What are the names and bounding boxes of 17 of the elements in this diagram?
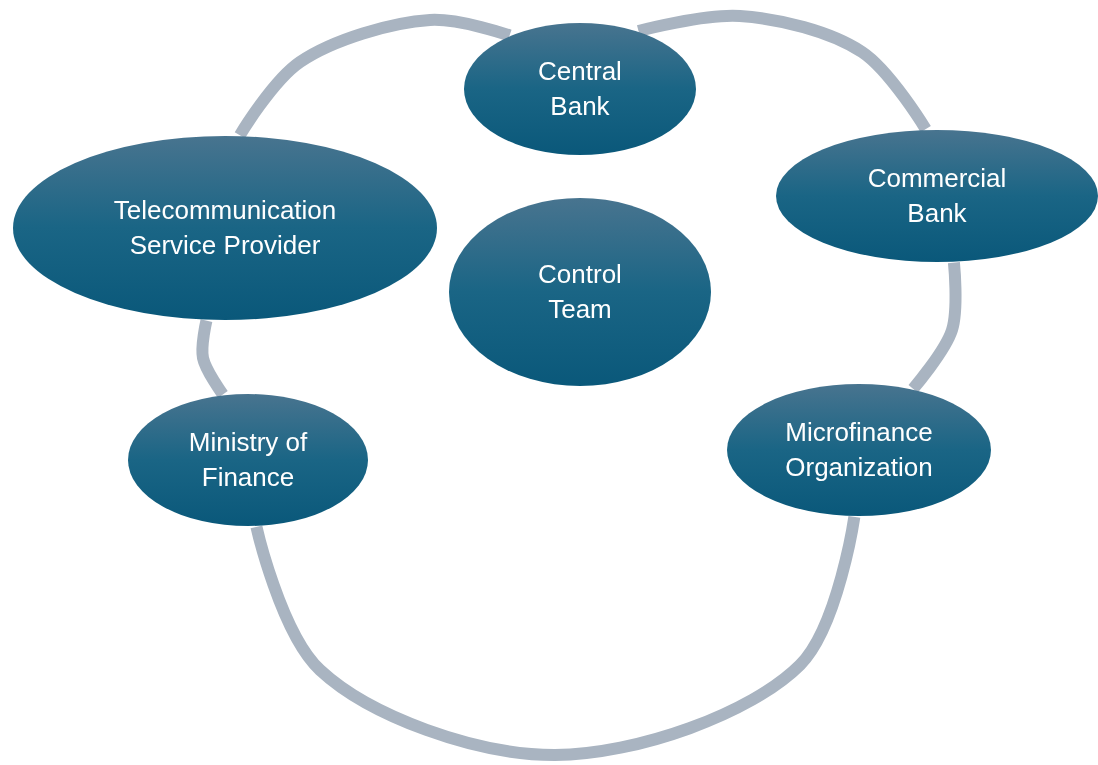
organization-ellipse	[127, 393, 369, 527]
ring-connector	[637, 9, 931, 133]
ring-connector	[908, 262, 962, 393]
node-label: Central Bank	[537, 55, 623, 123]
organization-ellipse	[448, 197, 712, 387]
organization-ellipse	[775, 129, 1098, 263]
ring-connector	[234, 13, 512, 139]
organization-ellipse	[463, 22, 697, 156]
organization-ellipse	[726, 383, 992, 517]
node-label: Control Team	[537, 258, 623, 326]
node-label: Telecommunication Service Provider	[112, 194, 338, 262]
ring-connector	[250, 515, 861, 761]
ring-connector	[196, 319, 228, 398]
node-label: Commercial Bank	[866, 162, 1008, 230]
node-label: Microfinance Organization	[784, 416, 934, 484]
node-label: Ministry of Finance	[187, 426, 309, 494]
organization-ellipse	[12, 135, 438, 321]
